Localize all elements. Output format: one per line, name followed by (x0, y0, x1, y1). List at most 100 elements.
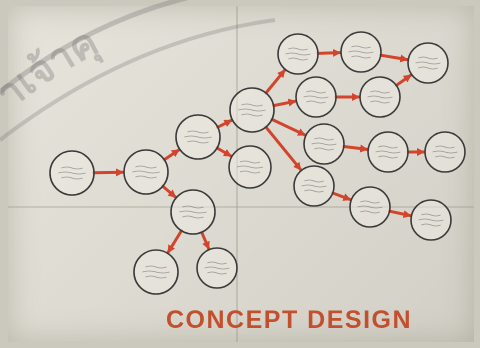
node-scribble (311, 142, 337, 146)
diagram-node-n3 (175, 114, 221, 160)
arrow-n10-to-n16 (331, 191, 352, 202)
diagram-node-n2 (123, 149, 169, 195)
node-scribble (239, 160, 261, 164)
arrow-n4-to-n19 (200, 230, 211, 251)
node-layer (49, 31, 466, 295)
node-scribble (182, 205, 204, 209)
node-scribble (58, 171, 86, 175)
node-scribble (187, 140, 209, 144)
node-scribble (351, 55, 371, 59)
node-scribble (304, 179, 324, 183)
node-scribble (435, 145, 455, 149)
node-scribble (370, 90, 390, 94)
node-scribble (314, 137, 334, 141)
node-scribble (182, 215, 204, 219)
diagram-node-n1 (49, 150, 95, 196)
node-scribble (207, 261, 227, 265)
node-scribble (132, 170, 160, 174)
node-circle (359, 76, 401, 118)
node-scribble (375, 150, 401, 154)
diagram-caption: CONCEPT DESIGN (165, 306, 413, 334)
diagram-node-n17 (410, 199, 452, 241)
node-scribble (301, 184, 327, 188)
node-scribble (415, 61, 441, 65)
arrow-n3-to-n6 (215, 146, 233, 158)
node-scribble (288, 47, 308, 51)
arrow-n5-to-n8 (272, 98, 297, 108)
node-scribble (304, 189, 324, 193)
arrow-n3-to-n5 (216, 118, 233, 129)
diagram-node-n6 (228, 145, 272, 189)
node-scribble (367, 95, 393, 99)
node-scribble (135, 165, 157, 169)
fold-crease-horizontal (8, 206, 474, 208)
node-scribble (241, 103, 263, 107)
node-circle (407, 42, 449, 84)
node-circle (133, 249, 179, 295)
node-scribble (61, 166, 83, 170)
diagram-node-n11 (340, 31, 382, 73)
arrow-n5-to-n9 (270, 117, 307, 137)
arrow-n2-to-n4 (161, 184, 177, 199)
node-scribble (207, 271, 227, 275)
diagram-node-n10 (293, 165, 335, 207)
node-circle (340, 31, 382, 73)
node-scribble (285, 52, 311, 56)
node-circle (410, 199, 452, 241)
node-scribble (187, 130, 209, 134)
diagram-node-n19 (196, 247, 238, 289)
arrow-n13-to-n12 (394, 73, 413, 87)
diagram-node-n4 (170, 189, 216, 235)
diagram-node-n8 (295, 76, 337, 118)
edge-layer (92, 48, 426, 254)
node-circle (196, 247, 238, 289)
node-scribble (370, 100, 390, 104)
node-scribble (351, 45, 371, 49)
diagram-node-n18 (133, 249, 179, 295)
node-scribble (239, 170, 261, 174)
node-scribble (418, 218, 444, 222)
node-scribble (204, 266, 230, 270)
diagram-node-n12 (407, 42, 449, 84)
node-scribble (421, 223, 441, 227)
node-scribble (306, 100, 326, 104)
node-scribble (360, 210, 380, 214)
node-scribble (61, 176, 83, 180)
node-scribble (418, 66, 438, 70)
arrow-n11-to-n12 (379, 53, 409, 63)
node-circle (349, 186, 391, 228)
diagram-node-n15 (424, 131, 466, 173)
arrow-n16-to-n17 (388, 209, 412, 219)
node-scribble (145, 265, 167, 269)
node-scribble (236, 165, 264, 169)
node-scribble (241, 113, 263, 117)
node-circle (123, 149, 169, 195)
node-scribble (421, 213, 441, 217)
arrow-n2-to-n3 (162, 148, 181, 162)
node-scribble (314, 147, 334, 151)
arrow-n5-to-n7 (264, 68, 287, 95)
diagram-node-n9 (303, 123, 345, 165)
node-scribble (184, 135, 212, 139)
node-scribble (306, 90, 326, 94)
node-scribble (418, 56, 438, 60)
node-scribble (179, 210, 207, 214)
arrow-n5-to-n10 (264, 125, 303, 172)
node-circle (295, 76, 337, 118)
node-scribble (145, 275, 167, 279)
node-scribble (435, 155, 455, 159)
node-circle (293, 165, 335, 207)
node-circle (277, 33, 319, 75)
diagram-node-n7 (277, 33, 319, 75)
diagram-node-n16 (349, 186, 391, 228)
node-scribble (378, 145, 398, 149)
node-circle (367, 131, 409, 173)
node-scribble (360, 200, 380, 204)
node-circle (49, 150, 95, 196)
node-circle (170, 189, 216, 235)
node-circle (424, 131, 466, 173)
node-circle (228, 145, 272, 189)
node-scribble (288, 57, 308, 61)
arrow-n7-to-n11 (316, 48, 342, 57)
